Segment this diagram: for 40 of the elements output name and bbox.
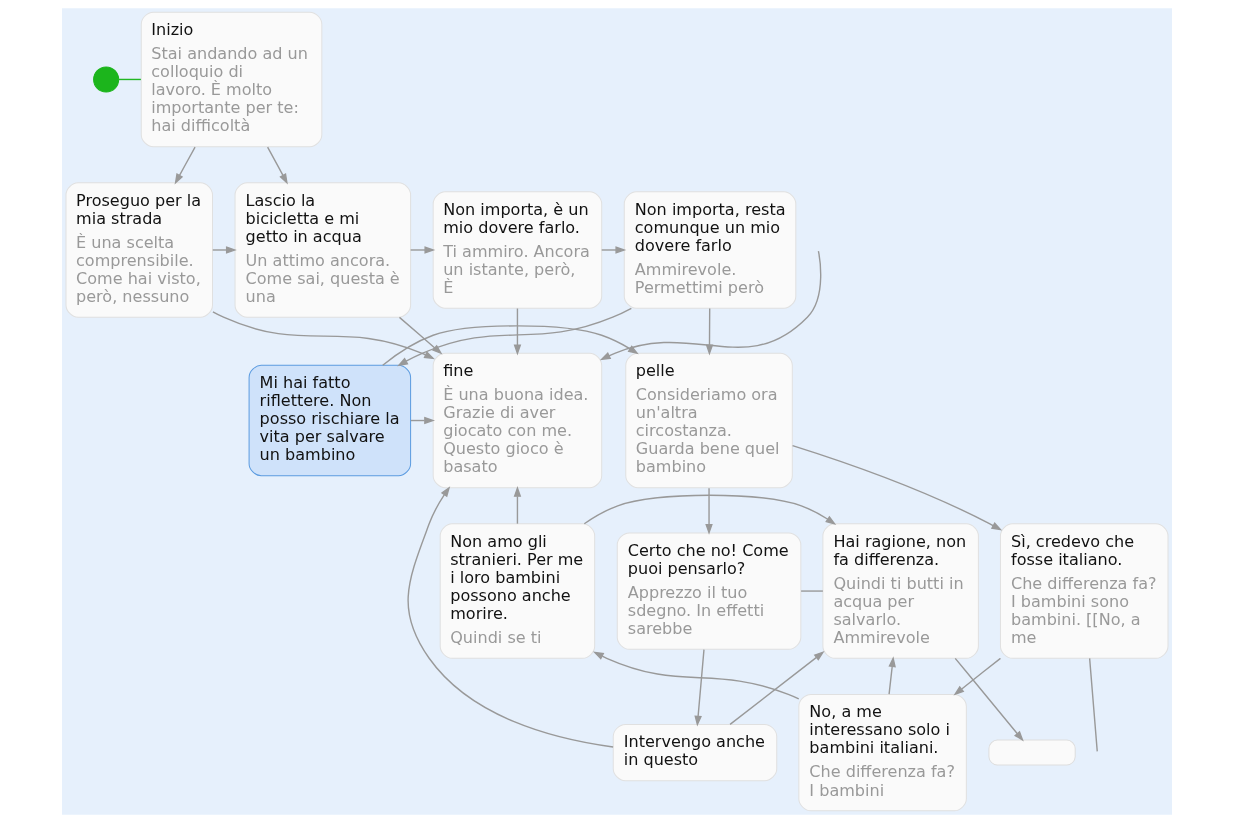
arrow [174,146,196,185]
arrow [513,307,522,356]
node-box: fine È una buona idea. Grazie di aver giocato con me. Questo gioco è basato [432,352,603,489]
arrow [409,246,436,254]
connector [800,590,824,592]
node-circle [93,66,120,93]
arrow [729,651,825,726]
node-box: No, a me interessano solo i bambini italiani. Che differenza fa? I bambini [798,693,967,812]
node-box: Mi hai fatto riflettere. Non posso rischiare la vita per salvare un bambino [248,364,412,477]
arrow [583,494,837,525]
node-box: Non importa, resta comunque un mio dovere farlo Ammirevole. Permettimi però [623,191,797,309]
arrow [407,486,614,748]
arrow [266,146,288,185]
arrow [397,307,633,367]
arrow [599,250,822,361]
arrow [212,246,237,254]
node-box: Proseguo per la mia strada È una scelta comprensibile. Come hai visto, però, nessuno [65,182,213,318]
node-box: Intervengo anche in questo [612,724,778,782]
arrow [601,246,627,254]
node-box: Sì, credevo che fosse italiano. Che differenza fa? I bambini sono bambini. [[No, a me [999,523,1169,659]
node-box: pelle Consideriamo ora un'altra circostanza. Guarda bene quel bambino [625,352,793,489]
arrow [791,444,1003,531]
node-box: Non importa, è un mio dovere farlo. Ti ammiro. Ancora un istante, però, È [432,191,603,309]
arrow [888,656,896,695]
arrow [592,651,800,700]
node-box: Hai ragione, non fa differenza. Quindi ti butti in acqua per salvarlo. Ammirevole [822,523,979,659]
connector [1088,657,1098,753]
arrow [513,486,522,525]
node-box: Inizio Stai andando ad un colloquio di lavoro. È molto importante per te: hai difficoltà [140,11,323,148]
arrow [953,657,1002,696]
arrow [694,648,705,727]
connector [118,78,142,81]
arrow [212,311,435,360]
node-box: Non amo gli stranieri. Per me i loro bambini possono anche morire. Quindi se ti [439,523,596,659]
node-box [988,739,1076,766]
arrow [382,325,639,366]
node-box: Certo che no! Come puoi pensarlo? Apprezzo il tuo sdegno. In effetti sarebbe [616,532,802,650]
node-box: Lascio la bicicletta e mi getto in acqua Un attimo ancora. Come sai, questa è una [234,182,412,318]
arrow [954,657,1024,742]
arrow [705,487,713,535]
